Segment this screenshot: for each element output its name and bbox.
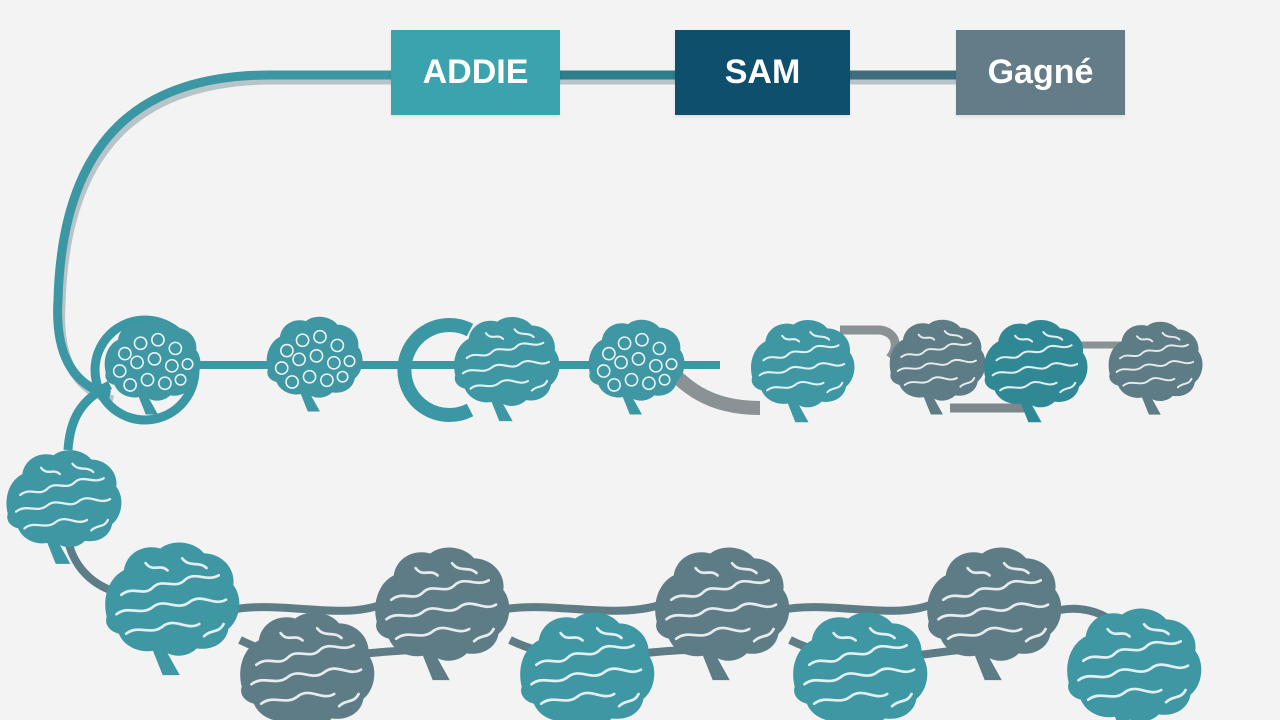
brain-icon xyxy=(925,546,1063,682)
model-box-gagne: Gagné xyxy=(956,30,1125,115)
model-label-gagne: Gagné xyxy=(987,53,1094,91)
brain-icon xyxy=(103,541,241,677)
brain-icon xyxy=(749,318,856,424)
brain-icon xyxy=(518,611,656,720)
brain-icon xyxy=(1107,320,1204,416)
patterned-brain-icon xyxy=(587,318,686,416)
model-label-addie: ADDIE xyxy=(422,53,529,91)
brain-icon xyxy=(653,546,791,682)
model-box-addie: ADDIE xyxy=(391,30,560,115)
header-path xyxy=(53,70,1123,405)
brain-icon xyxy=(238,611,376,720)
brain-icon xyxy=(791,611,929,720)
brain-icon xyxy=(5,448,123,566)
patterned-brain-icon xyxy=(265,315,364,413)
model-label-sam: SAM xyxy=(724,53,801,91)
brain-icon xyxy=(888,318,987,416)
model-box-sam: SAM xyxy=(675,30,850,115)
brain-icon xyxy=(452,315,561,423)
brain-icon xyxy=(1065,607,1203,720)
brain-icon xyxy=(373,546,511,682)
